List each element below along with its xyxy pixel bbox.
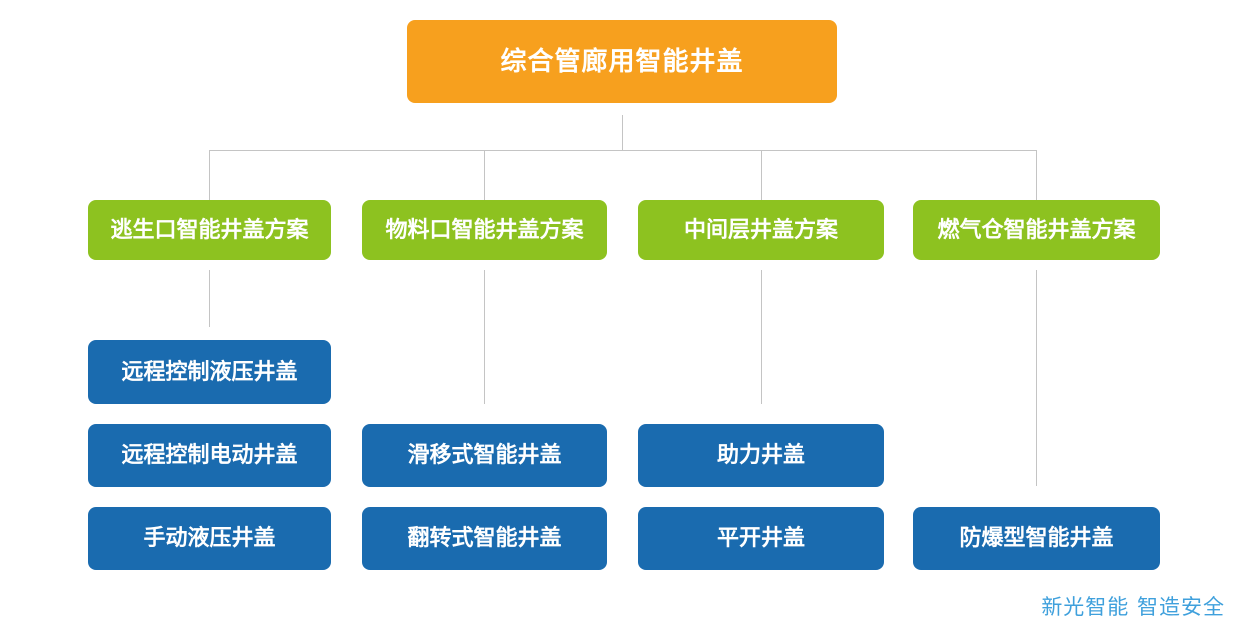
connector-drop-col3 (761, 150, 762, 200)
leaf-node: 翻转式智能井盖 (362, 507, 607, 570)
connector-feed-col1 (209, 270, 210, 327)
connector-feed-col3 (761, 270, 762, 404)
connector-drop-col2 (484, 150, 485, 200)
root-node: 综合管廊用智能井盖 (407, 20, 837, 103)
leaf-node: 滑移式智能井盖 (362, 424, 607, 487)
leaf-node: 平开井盖 (638, 507, 884, 570)
connector-feed-col2 (484, 270, 485, 404)
connector-feed-col4 (1036, 270, 1037, 486)
watermark-text: 新光智能 智造安全 (1041, 595, 1225, 619)
branch-node-middle-layer: 中间层井盖方案 (638, 200, 884, 260)
connector-drop-col1 (209, 150, 210, 200)
connector-horizontal-bar (209, 150, 1037, 151)
branch-node-material-port: 物料口智能井盖方案 (362, 200, 607, 260)
leaf-node: 助力井盖 (638, 424, 884, 487)
leaf-node: 远程控制液压井盖 (88, 340, 331, 404)
leaf-node: 远程控制电动井盖 (88, 424, 331, 487)
leaf-node: 防爆型智能井盖 (913, 507, 1160, 570)
connector-drop-col4 (1036, 150, 1037, 200)
branch-node-gas-compartment: 燃气仓智能井盖方案 (913, 200, 1160, 260)
branch-node-escape-exit: 逃生口智能井盖方案 (88, 200, 331, 260)
connector-stem (622, 115, 623, 151)
leaf-node: 手动液压井盖 (88, 507, 331, 570)
